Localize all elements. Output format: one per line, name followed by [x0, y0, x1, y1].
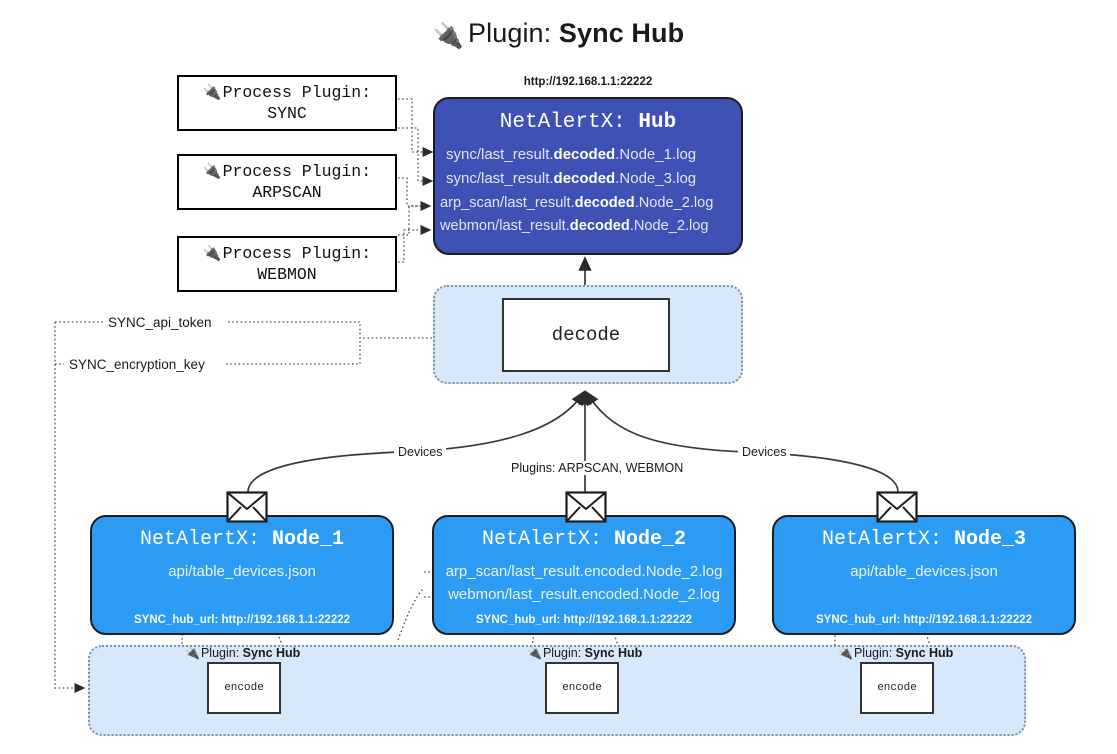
edge-label-devices-right: Devices — [738, 445, 791, 459]
plug-icon: 🔌 — [202, 244, 222, 262]
process-plugin-webmon-line1: 🔌Process Plugin: — [202, 243, 372, 263]
process-plugin-sync-line1: 🔌Process Plugin: — [202, 82, 372, 102]
process-plugin-sync[interactable]: 🔌Process Plugin: SYNC — [177, 75, 397, 131]
hub-log-row: webmon/last_result.decoded.Node_2.log — [440, 218, 709, 235]
page-title: 🔌Plugin: Sync Hub — [0, 18, 1117, 50]
envelope-icon — [876, 491, 918, 523]
process-plugin-webmon-name: WEBMON — [257, 265, 317, 284]
hub-node[interactable]: NetAlertX: Hub sync/last_result.decoded.… — [433, 97, 743, 255]
node-1-hub-url: SYNC_hub_url: http://192.168.1.1:22222 — [133, 614, 351, 626]
encoder-1-plugin-label: 🔌Plugin: Sync Hub — [185, 646, 301, 660]
process-plugin-webmon[interactable]: 🔌Process Plugin: WEBMON — [177, 236, 397, 292]
sync-encryption-key-label: SYNC_encryption_key — [64, 357, 210, 372]
encoder-3-plugin-label: 🔌Plugin: Sync Hub — [838, 646, 954, 660]
node-2-lines: arp_scan/last_result.encoded.Node_2.log … — [434, 560, 734, 607]
node-1[interactable]: NetAlertX: Node_1 api/table_devices.json… — [90, 515, 394, 635]
node-line: webmon/last_result.encoded.Node_2.log — [448, 586, 720, 604]
edge-label-plugins: Plugins: ARPSCAN, WEBMON — [507, 461, 688, 475]
node-3-lines: api/table_devices.json — [774, 560, 1074, 583]
plug-icon: 🔌 — [202, 83, 222, 101]
plug-icon: 🔌 — [185, 646, 200, 660]
page-title-prefix: Plugin: — [468, 18, 552, 48]
encoder-2-plugin-label: 🔌Plugin: Sync Hub — [527, 646, 643, 660]
hub-log-list: sync/last_result.decoded.Node_1.log sync… — [435, 143, 741, 239]
page-title-name: Sync Hub — [558, 18, 685, 48]
hub-url-label: http://192.168.1.1:22222 — [523, 76, 653, 88]
hub-log-row: arp_scan/last_result.decoded.Node_2.log — [440, 194, 714, 211]
encode-box-3[interactable]: encode — [860, 662, 934, 714]
node-line: arp_scan/last_result.encoded.Node_2.log — [445, 563, 723, 580]
node-1-lines: api/table_devices.json — [92, 560, 392, 583]
hub-log-row: sync/last_result.decoded.Node_1.log — [446, 146, 697, 163]
node-2-title: NetAlertX: Node_2 — [481, 528, 687, 551]
process-plugin-arpscan-line1: 🔌Process Plugin: — [202, 161, 372, 181]
plug-icon: 🔌 — [838, 646, 853, 660]
node-line: api/table_devices.json — [168, 563, 316, 580]
decode-box[interactable]: decode — [502, 298, 670, 372]
node-3-title: NetAlertX: Node_3 — [821, 528, 1027, 551]
process-plugin-arpscan[interactable]: 🔌Process Plugin: ARPSCAN — [177, 154, 397, 210]
process-plugin-sync-name: SYNC — [267, 104, 307, 123]
encode-box-1[interactable]: encode — [207, 662, 281, 714]
node-3-hub-url: SYNC_hub_url: http://192.168.1.1:22222 — [815, 614, 1033, 626]
envelope-icon — [565, 491, 607, 523]
node-1-title: NetAlertX: Node_1 — [139, 528, 345, 551]
plug-icon: 🔌 — [432, 22, 465, 50]
plug-icon: 🔌 — [202, 162, 222, 180]
encode-box-2[interactable]: encode — [545, 662, 619, 714]
node-2[interactable]: NetAlertX: Node_2 arp_scan/last_result.e… — [432, 515, 736, 635]
hub-title: NetAlertX: Hub — [499, 111, 677, 134]
plug-icon: 🔌 — [527, 646, 542, 660]
envelope-icon — [226, 491, 268, 523]
sync-api-token-label: SYNC_api_token — [103, 315, 217, 330]
node-3[interactable]: NetAlertX: Node_3 api/table_devices.json… — [772, 515, 1076, 635]
process-plugin-arpscan-name: ARPSCAN — [252, 183, 322, 202]
hub-log-row: sync/last_result.decoded.Node_3.log — [446, 170, 697, 188]
edge-label-devices-left: Devices — [394, 445, 447, 459]
node-2-hub-url: SYNC_hub_url: http://192.168.1.1:22222 — [475, 614, 693, 626]
node-line: api/table_devices.json — [850, 563, 998, 580]
